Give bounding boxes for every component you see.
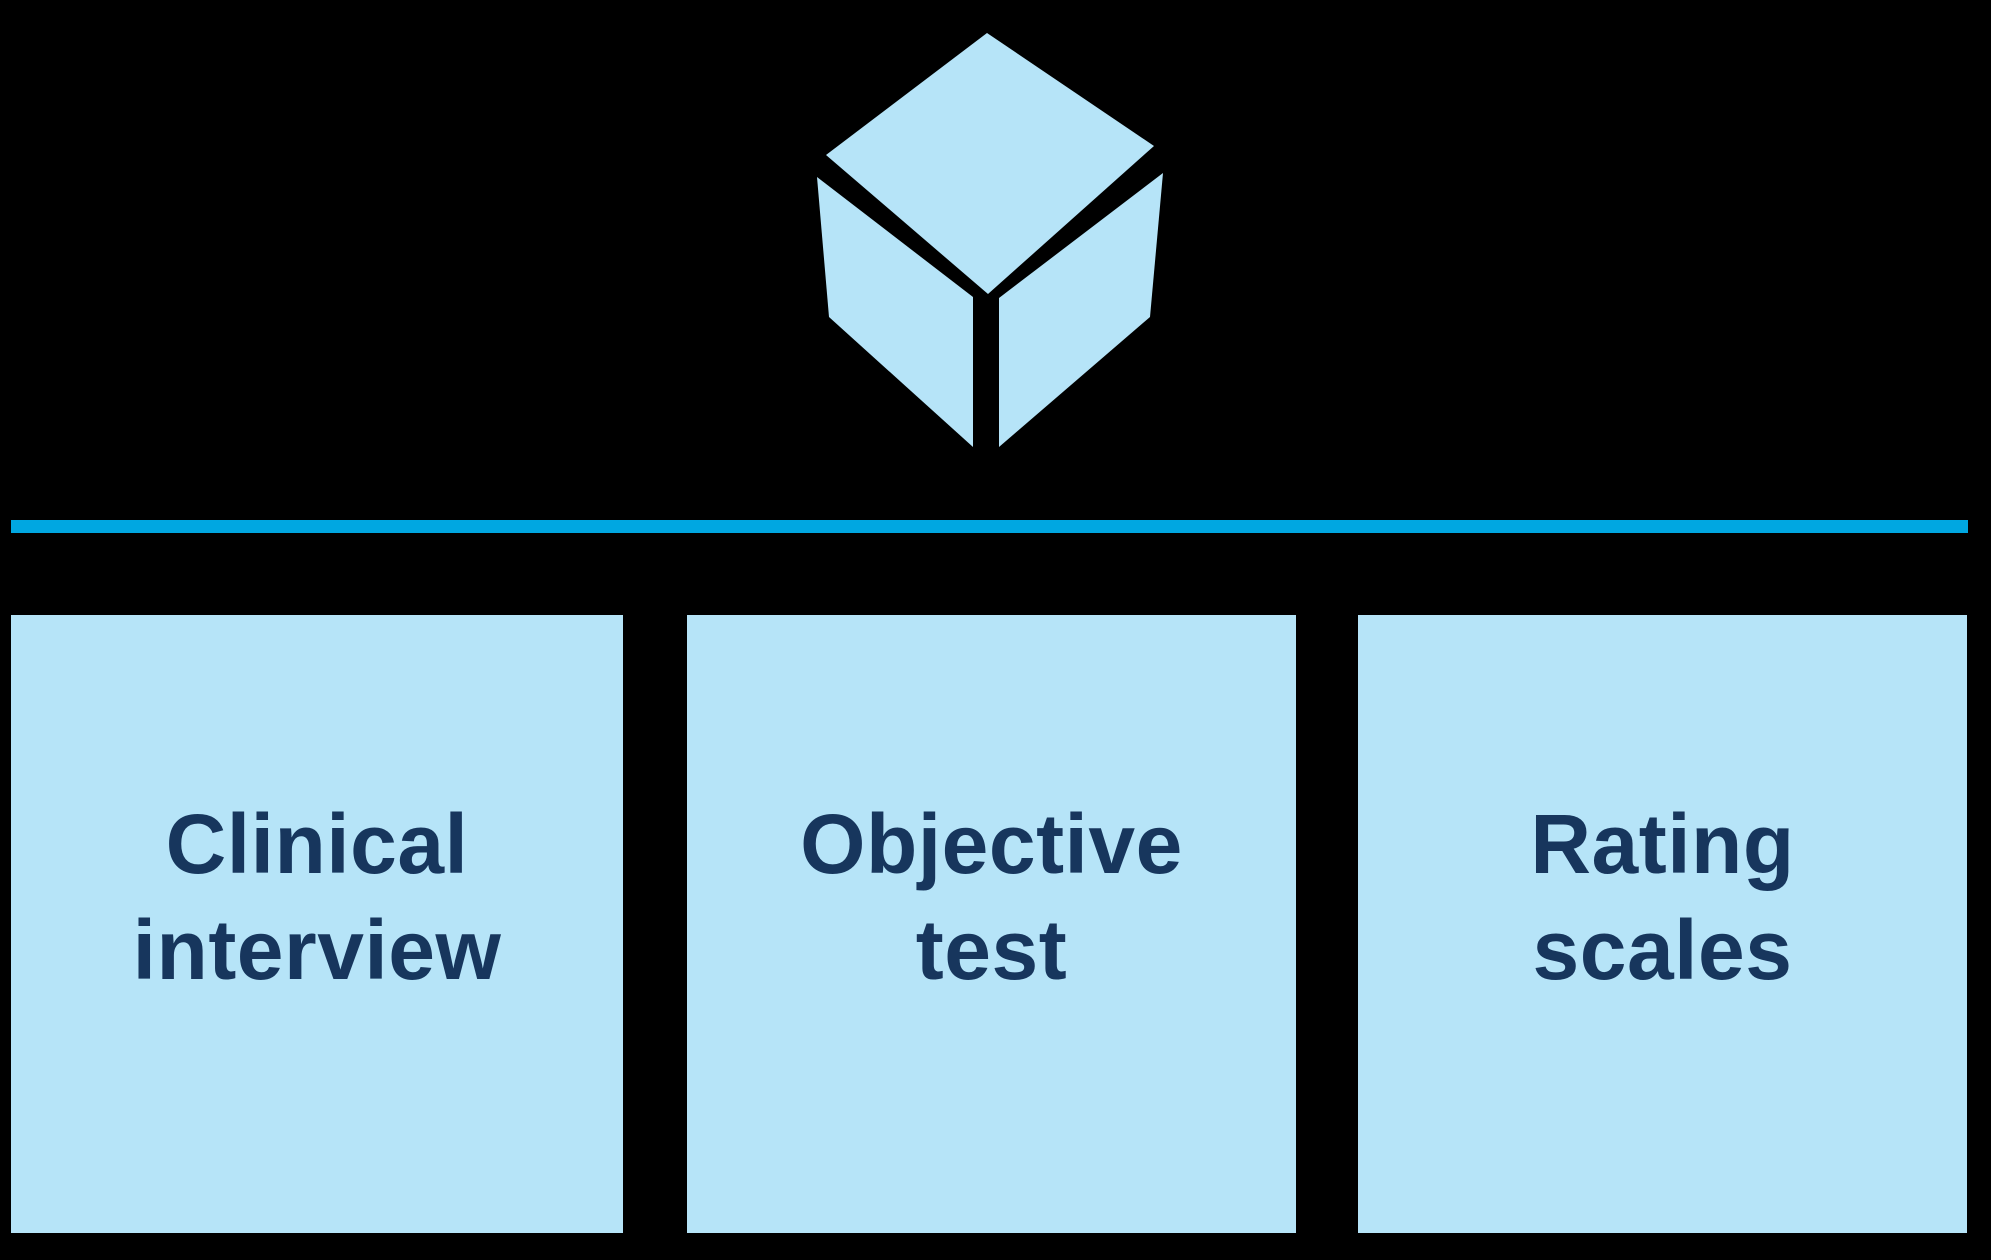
card-title: Objective test xyxy=(800,792,1183,1004)
card-objective-test: Objective test xyxy=(687,615,1296,1233)
cube-top-face xyxy=(826,33,1154,294)
card-title: Rating scales xyxy=(1530,792,1794,1004)
cube-icon xyxy=(817,33,1163,447)
card-title: Clinical interview xyxy=(133,792,502,1004)
card-title-line: scales xyxy=(1532,903,1793,997)
card-rating-scales: Rating scales xyxy=(1358,615,1967,1233)
card-title-line: Clinical xyxy=(165,797,469,892)
divider-line xyxy=(11,520,1968,533)
card-title-line: Rating xyxy=(1530,797,1795,892)
cube-left-face xyxy=(817,177,973,447)
card-title-line: Objective xyxy=(800,797,1183,892)
card-clinical-interview: Clinical interview xyxy=(11,615,623,1233)
cube-right-face xyxy=(999,173,1163,447)
card-title-line: test xyxy=(915,903,1068,997)
card-title-line: interview xyxy=(132,903,502,997)
